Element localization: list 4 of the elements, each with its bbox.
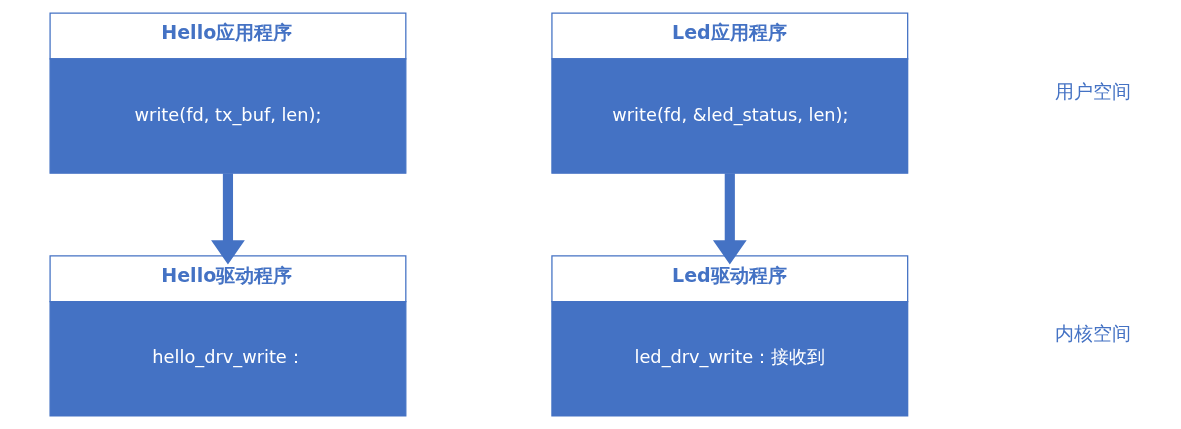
arrow [210, 173, 245, 265]
label: 内核空间 [1054, 322, 1131, 345]
label: 用户空间 [1054, 79, 1131, 102]
arrow [712, 173, 747, 265]
